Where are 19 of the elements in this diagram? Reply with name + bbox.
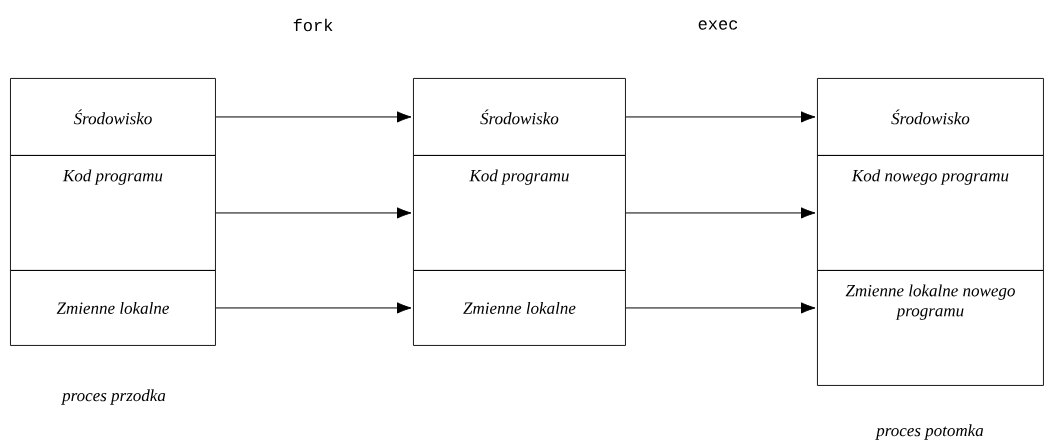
memory-segment-box: Środowisko bbox=[10, 78, 216, 156]
arrow bbox=[625, 207, 816, 219]
memory-segment-box: Środowisko bbox=[413, 78, 626, 156]
command-label: exec bbox=[698, 20, 738, 30]
arrow bbox=[215, 302, 412, 314]
memory-segment-box: Zmienne lokalne nowego programu bbox=[817, 270, 1044, 386]
memory-segment-box: Kod nowego programu bbox=[817, 155, 1044, 271]
memory-segment-box: Kod programu bbox=[10, 155, 216, 271]
arrow bbox=[215, 111, 412, 123]
memory-segment-box: Środowisko bbox=[817, 78, 1044, 156]
arrow bbox=[625, 111, 816, 123]
process-caption: proces potomka bbox=[875, 424, 984, 440]
memory-segment-box: Zmienne lokalne bbox=[413, 270, 626, 346]
command-label: fork bbox=[293, 18, 333, 32]
process-caption: proces przodka bbox=[61, 389, 166, 405]
arrow bbox=[215, 207, 412, 219]
memory-segment-box: Kod programu bbox=[413, 155, 626, 271]
memory-segment-box: Zmienne lokalne bbox=[10, 270, 216, 346]
arrow bbox=[625, 302, 816, 314]
